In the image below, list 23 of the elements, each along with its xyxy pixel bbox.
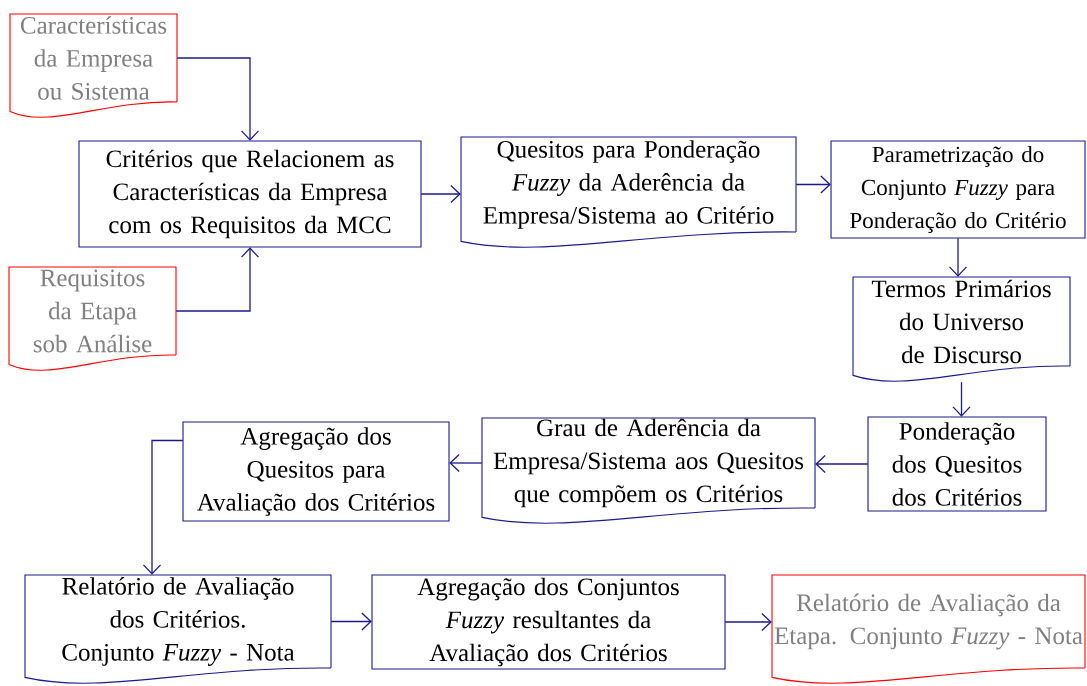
arrow xyxy=(176,57,260,141)
arrow xyxy=(952,381,971,417)
process-box: Critérios que Relacionem as Características da Empresa com os Requisitos da MCC xyxy=(78,140,422,248)
document-shape: Características da Empresa ou Sistema xyxy=(9,13,178,118)
arrow xyxy=(330,612,372,631)
document-shape: Relatório de Avaliação dos Critérios. Conjunto Fuzzy - Nota xyxy=(24,574,332,684)
process-box: Parametrização do Conjunto Fuzzy para Ponderação do Critério xyxy=(830,140,1086,239)
arrow xyxy=(175,247,260,312)
arrow xyxy=(724,612,772,632)
arrow xyxy=(420,184,461,204)
document-shape: Requisitos da Etapa sob Análise xyxy=(8,266,177,371)
process-box: Agregação dos Quesitos para Avaliação dos Critérios xyxy=(182,421,450,522)
document-shape: Relatório de Avaliação da Etapa. Conjunto Fuzzy - Nota xyxy=(771,574,1086,684)
arrow xyxy=(449,453,483,473)
document-shape: Grau de Aderência da Empresa/Sistema aos Quesitos que compõem os Critérios xyxy=(481,417,816,524)
arrow xyxy=(142,439,184,575)
process-box: Agregação dos Conjuntos Fuzzy resultantes da Avaliação dos Critérios xyxy=(371,574,726,670)
arrow xyxy=(795,175,831,194)
document-shape: Termos Primários do Universo de Discurso xyxy=(852,276,1071,382)
process-box: Ponderação dos Quesitos dos Critérios xyxy=(867,416,1047,512)
arrow xyxy=(948,237,968,277)
arrow xyxy=(815,454,869,474)
document-shape: Quesitos para Ponderação Fuzzy da Aderência da Empresa/Sistema ao Critério xyxy=(460,136,797,248)
